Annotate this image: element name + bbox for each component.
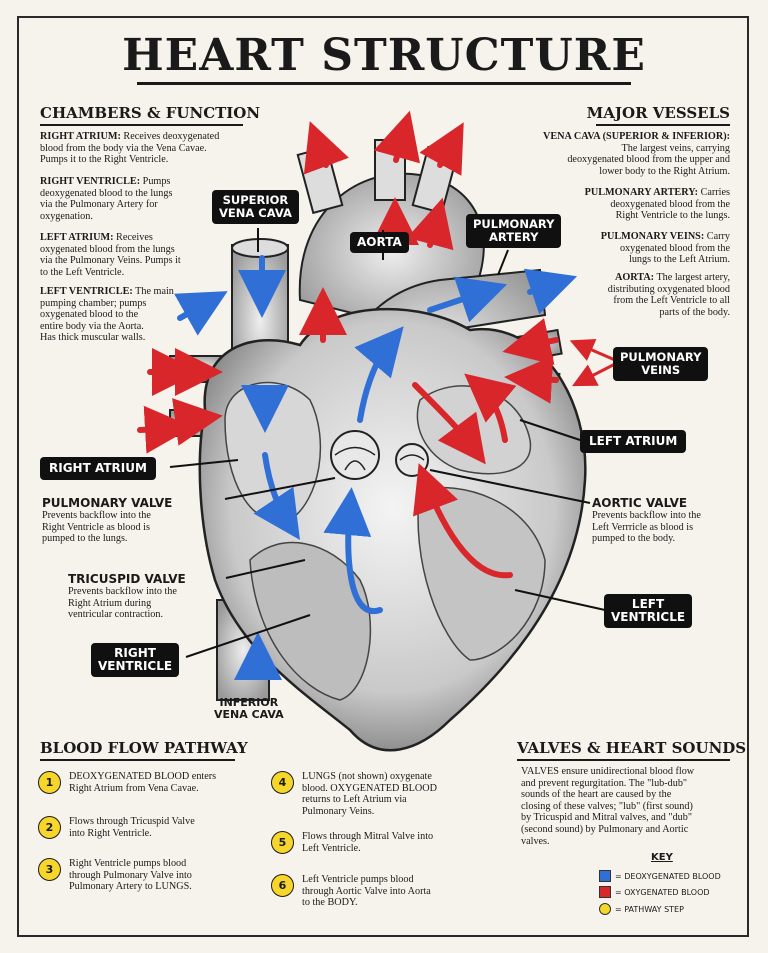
yellow-dot-icon [599,903,611,915]
label-left-atrium: LEFT ATRIUM [580,430,687,453]
sounds-heading-rule [517,759,730,761]
poster-frame [17,16,749,937]
chamber-left-ventricle: LEFT VENTRICLE: The main pumping chamber… [40,286,174,344]
label-aorta: AORTA [350,232,409,253]
step-number-badge: 2 [38,816,61,839]
title-underline [137,82,631,85]
chambers-heading: CHAMBERS & FUNCTION [40,104,261,122]
annotation-pulmonary-valve: PULMONARY VALVE Prevents backflow into t… [42,496,173,544]
key-item-pathway: = PATHWAY STEP [599,903,684,915]
step-number-badge: 5 [271,831,294,854]
key-item-deoxygenated: = DEOXYGENATED BLOOD [599,870,721,882]
vessels-heading-rule [596,124,730,126]
label-right-atrium: RIGHT ATRIUM [40,457,156,480]
vessel-pulmonary-artery: PULMONARY ARTERY: Carries deoxygenated b… [584,187,730,222]
chambers-heading-rule [40,124,243,126]
vessel-pulmonary-veins: PULMONARY VEINS: Carry oxygenated blood … [600,231,730,266]
key-title: KEY [651,852,673,863]
vessels-heading: MAJOR VESSELS [586,104,730,122]
annotation-tricuspid-valve: TRICUSPID VALVE Prevents backflow into t… [68,572,186,620]
deoxygenated-flow-arrows [174,255,578,680]
vessel-aorta: AORTA: The largest artery, distributing … [607,272,730,318]
annotation-aortic-valve: AORTIC VALVE Prevents backflow into the … [592,496,701,544]
chamber-right-ventricle: RIGHT VENTRICLE: Pumps deoxygenated bloo… [40,176,173,222]
page-title: HEART STRUCTURE [122,30,646,81]
pathway-heading: BLOOD FLOW PATHWAY [40,739,248,757]
pathway-heading-rule [40,759,235,761]
pulmonary-valve-shape [330,430,380,480]
step-number-badge: 3 [38,858,61,881]
oxygenated-flow-arrows [137,110,559,579]
step-number-badge: 6 [271,874,294,897]
step-number-badge: 4 [271,771,294,794]
chamber-right-atrium: RIGHT ATRIUM: Receives deoxygenated bloo… [40,131,220,166]
key-item-oxygenated: = OXYGENATED BLOOD [599,886,710,898]
vessel-vena-cava: VENA CAVA (SUPERIOR & INFERIOR): The lar… [543,131,730,177]
leader-lines [169,228,606,658]
chamber-left-atrium: LEFT ATRIUM: Receives oxygenated blood f… [40,232,181,278]
red-swatch-icon [599,886,611,898]
sounds-paragraph: VALVES ensure unidirectional blood flow … [521,766,695,847]
step-number-badge: 1 [38,771,61,794]
sounds-heading: VALVES & HEART SOUNDS [517,739,747,757]
blue-swatch-icon [599,870,611,882]
